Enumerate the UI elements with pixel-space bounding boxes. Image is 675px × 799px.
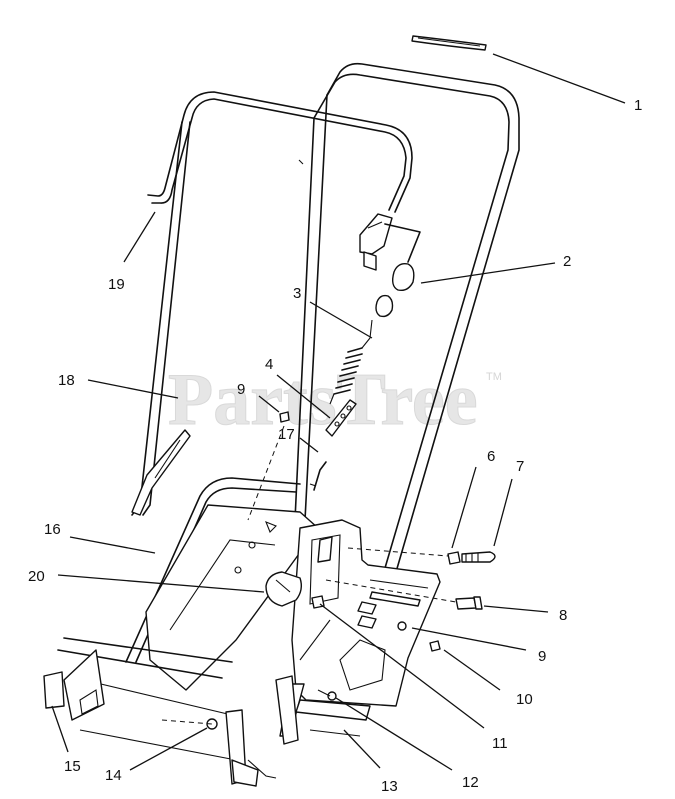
callout-9-lower: 9 bbox=[538, 648, 546, 665]
part-10-screw bbox=[429, 640, 441, 652]
upper-handle bbox=[294, 62, 520, 573]
callout-11: 11 bbox=[492, 735, 508, 752]
part-6-nut bbox=[447, 551, 461, 565]
part-12-fastener bbox=[317, 689, 337, 701]
part-8-bolt bbox=[455, 596, 483, 610]
side-bracket-assembly bbox=[279, 519, 441, 737]
part-13-bracket bbox=[275, 675, 299, 745]
callout-1: 1 bbox=[634, 97, 642, 114]
callout-6: 6 bbox=[487, 448, 495, 465]
callout-17: 17 bbox=[278, 426, 295, 443]
callout-20: 20 bbox=[28, 568, 45, 585]
part-4-adjuster-link bbox=[325, 399, 357, 437]
watermark-text: PartsTree bbox=[168, 359, 478, 441]
callout-15: 15 bbox=[64, 758, 81, 775]
callout-2: 2 bbox=[563, 253, 571, 270]
part-1-handle-grip bbox=[411, 35, 487, 51]
part-16-lower-handle bbox=[125, 477, 319, 691]
part-20-cam-knob bbox=[265, 571, 303, 607]
part-17-pin bbox=[309, 461, 327, 491]
callout-9-upper: 9 bbox=[237, 381, 245, 398]
callout-13: 13 bbox=[381, 778, 398, 795]
part-9-screw-upper bbox=[279, 411, 290, 423]
callout-14: 14 bbox=[105, 767, 122, 784]
watermark: PartsTree TM bbox=[168, 359, 502, 442]
callout-8: 8 bbox=[559, 607, 567, 624]
callout-3: 3 bbox=[293, 285, 301, 302]
callout-12: 12 bbox=[462, 774, 479, 791]
watermark-trademark: TM bbox=[486, 371, 502, 383]
bail-bracket bbox=[359, 213, 421, 271]
part-9-washer-lower bbox=[397, 621, 407, 631]
callout-18: 18 bbox=[58, 372, 75, 389]
part-3-spring bbox=[329, 319, 373, 405]
callout-4: 4 bbox=[265, 356, 273, 373]
part-19-control-bail bbox=[131, 91, 413, 516]
leader-lines bbox=[51, 53, 626, 771]
part-2-cable-connector bbox=[375, 262, 415, 318]
callout-labels: 1 2 3 4 9 17 18 19 16 20 6 7 8 9 10 11 1… bbox=[28, 97, 642, 795]
part-7-bolt bbox=[461, 551, 496, 563]
callout-16: 16 bbox=[44, 521, 61, 538]
callout-19: 19 bbox=[108, 276, 125, 293]
callout-7: 7 bbox=[516, 458, 524, 475]
explode-lines bbox=[161, 425, 457, 725]
lower-axle-assembly bbox=[43, 637, 277, 787]
callout-10: 10 bbox=[516, 691, 533, 708]
